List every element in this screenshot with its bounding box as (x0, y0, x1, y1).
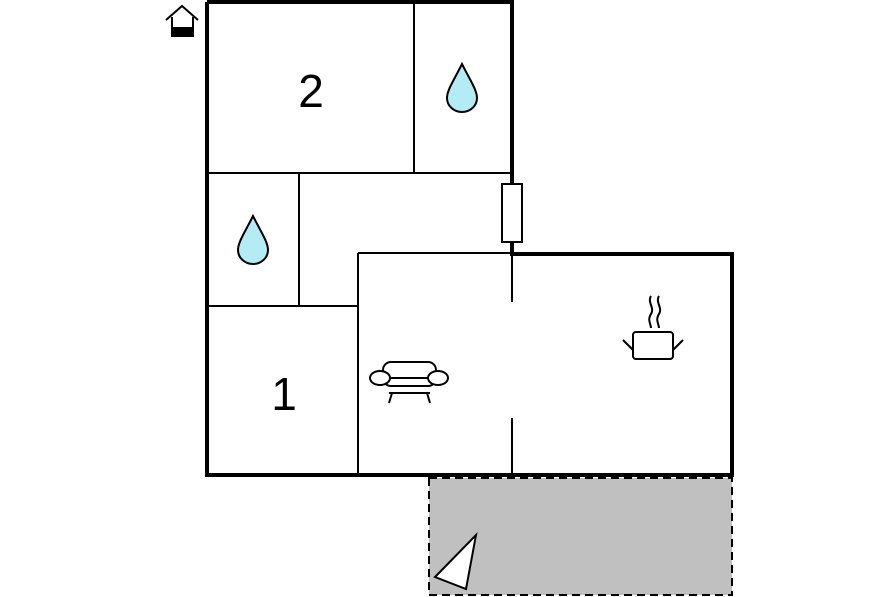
house-entrance-icon (165, 4, 199, 37)
room-number-2: 2 (298, 65, 324, 117)
terrace-triangle-icon (433, 531, 478, 591)
water-drop-icon (445, 61, 479, 114)
outer-wall (205, 0, 734, 477)
water-drop-icon (236, 213, 270, 266)
window (501, 183, 523, 243)
cooking-pot-icon (622, 295, 684, 360)
sofa-icon (369, 361, 449, 404)
room-number-1: 1 (271, 368, 297, 420)
interior-walls (207, 2, 513, 475)
terrace-area (428, 477, 733, 596)
